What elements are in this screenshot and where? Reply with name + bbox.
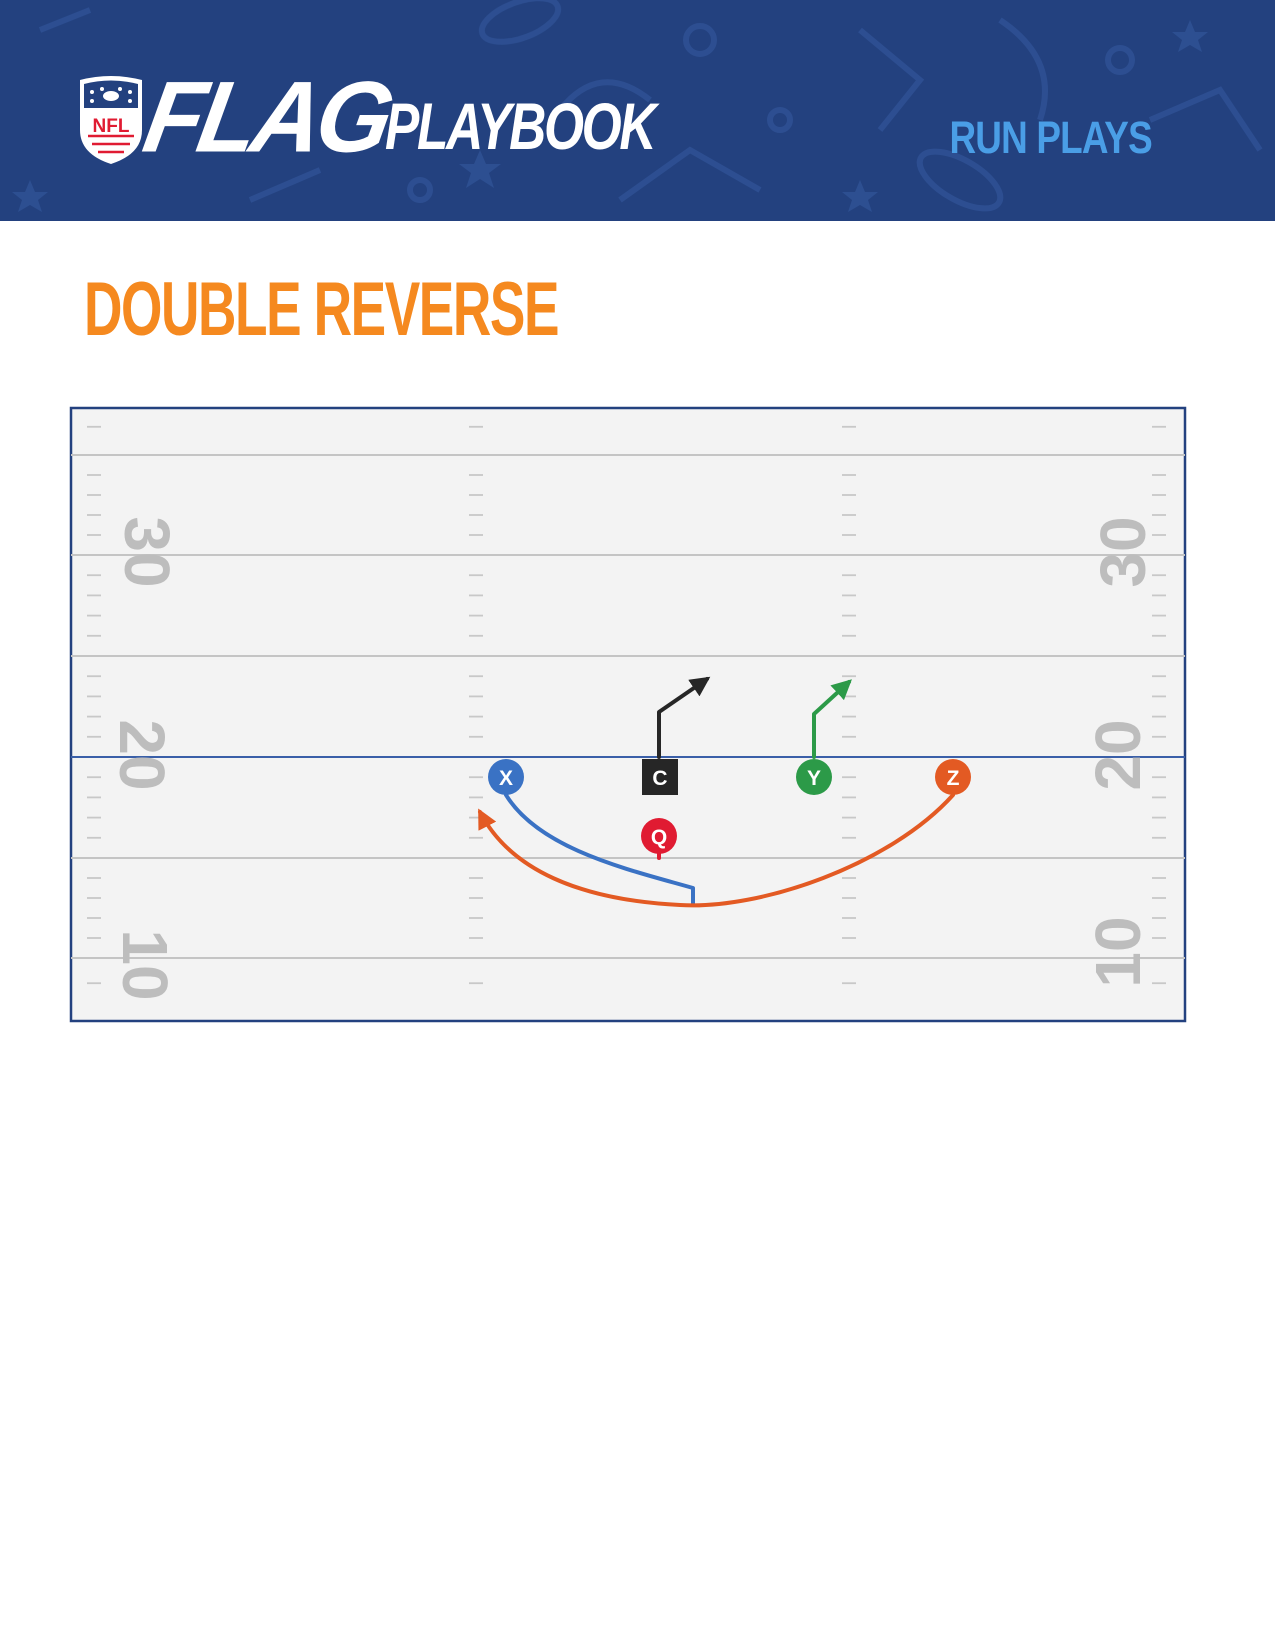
player-q-label: Q bbox=[651, 826, 667, 849]
header-banner: NFL FLAG PLAYBOOK RUN PLAYS bbox=[0, 0, 1275, 221]
brand-subtitle: PLAYBOOK bbox=[385, 89, 657, 163]
yard-number-left-20: 20 bbox=[106, 719, 178, 790]
player-q: Q bbox=[641, 818, 677, 854]
yard-lines bbox=[71, 454, 1185, 959]
player-x: X bbox=[488, 759, 524, 795]
route-c bbox=[657, 676, 711, 759]
play-title: DOUBLE REVERSE bbox=[84, 267, 559, 352]
route-z bbox=[478, 793, 955, 908]
hash-marks bbox=[87, 425, 1166, 985]
player-y: Y bbox=[796, 759, 832, 795]
route-x bbox=[504, 793, 695, 907]
player-c: C bbox=[642, 759, 678, 795]
nfl-shield-logo: NFL bbox=[80, 76, 142, 164]
player-x-label: X bbox=[499, 767, 513, 790]
yard-number-right-10: 10 bbox=[1082, 916, 1154, 987]
logo-text: NFL bbox=[93, 116, 130, 137]
section-label: RUN PLAYS bbox=[949, 112, 1153, 163]
header-pattern bbox=[12, 0, 1263, 212]
yard-numbers: 30 20 10 30 20 10 bbox=[106, 516, 1159, 1000]
player-z-label: Z bbox=[947, 767, 960, 790]
players: X C Y Z Q bbox=[488, 759, 971, 854]
yard-number-left-10: 10 bbox=[109, 929, 181, 1000]
yard-number-left-30: 30 bbox=[111, 516, 183, 587]
player-z: Z bbox=[935, 759, 971, 795]
yard-number-right-30: 30 bbox=[1087, 516, 1159, 587]
routes bbox=[478, 676, 955, 908]
player-y-label: Y bbox=[807, 767, 821, 790]
field-surface bbox=[69, 406, 1187, 1023]
yard-number-right-20: 20 bbox=[1082, 719, 1154, 790]
player-c-label: C bbox=[652, 767, 667, 790]
route-y bbox=[812, 679, 852, 759]
